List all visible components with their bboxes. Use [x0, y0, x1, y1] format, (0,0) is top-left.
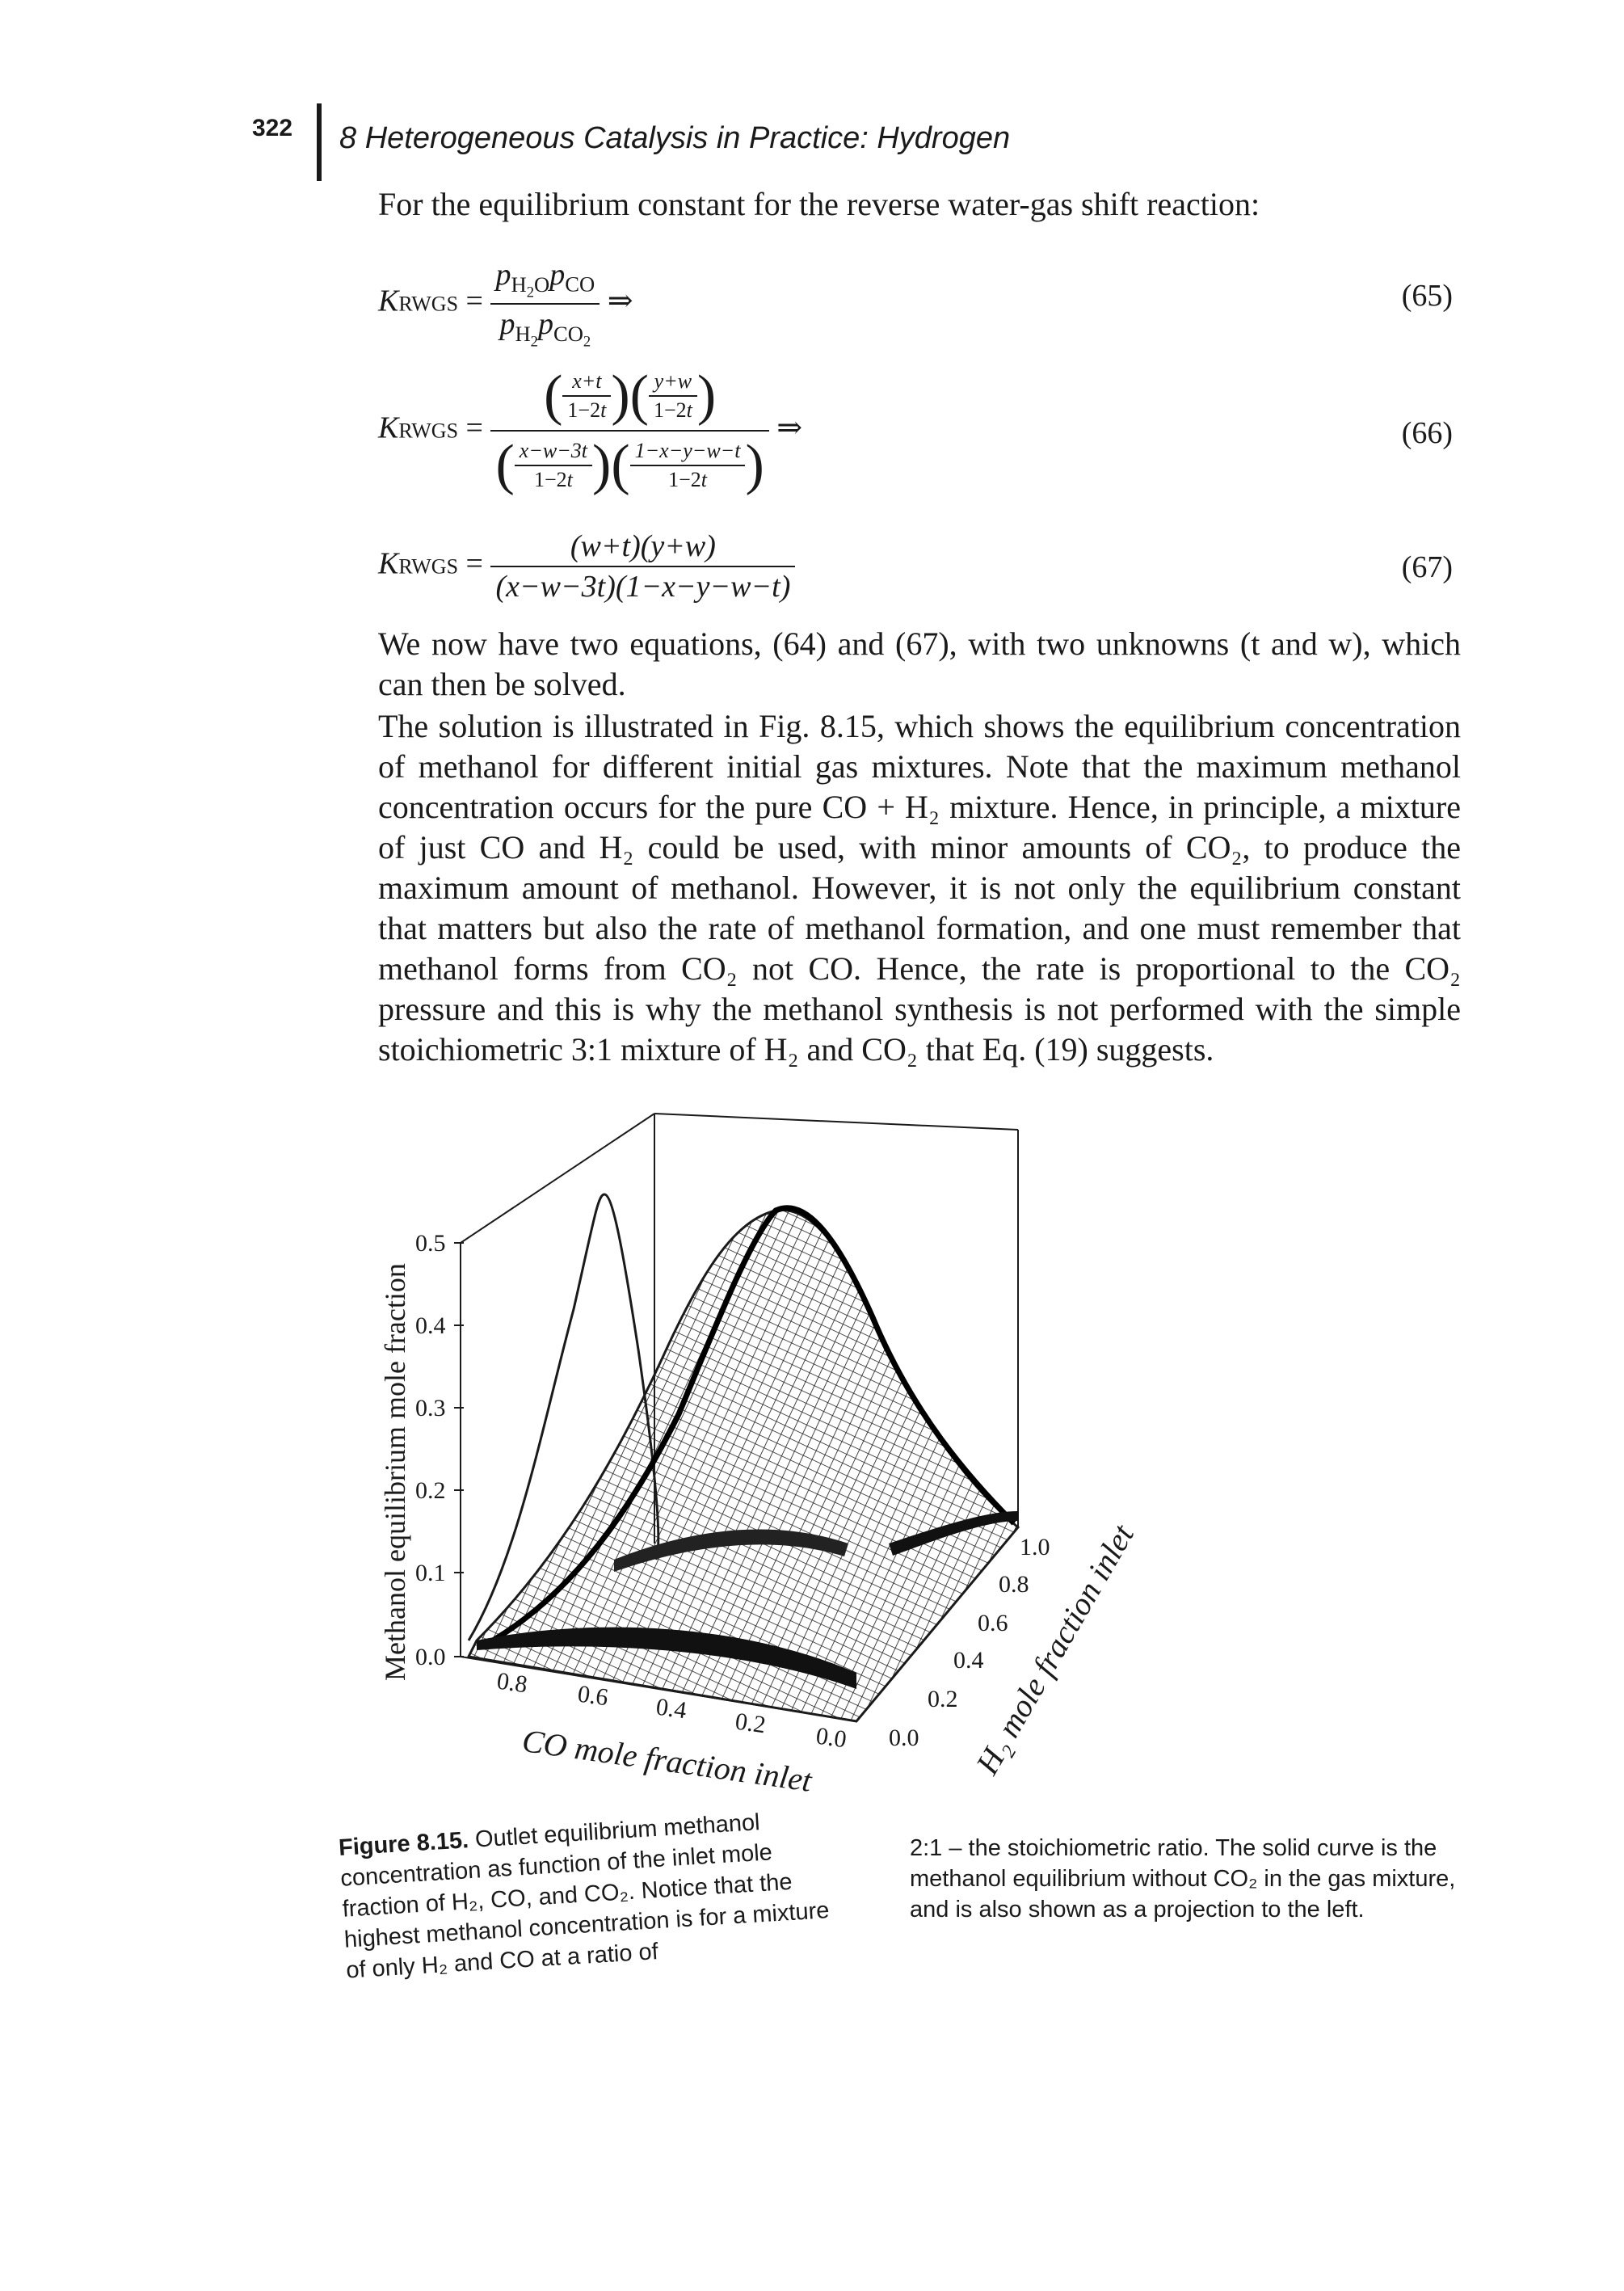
figure-caption-left: Figure 8.15. Outlet equilibrium methanol…	[338, 1802, 847, 1986]
surface-band-right	[889, 1511, 1018, 1556]
y-tick-label: 0.4	[953, 1647, 984, 1674]
x-tick-label: 0.8	[494, 1667, 529, 1699]
y-tick-label: 0.6	[978, 1610, 1008, 1636]
y-tick-label: 1.0	[1020, 1534, 1050, 1560]
equation-67: KRWGS = (w+t)(y+w)(x−w−3t)(1−x−y−w−t) (6…	[378, 529, 1453, 604]
running-title: 8 Heterogeneous Catalysis in Practice: H…	[339, 121, 1011, 155]
surface-band-mid	[614, 1529, 848, 1572]
paragraph-2: The solution is illustrated in Fig. 8.15…	[378, 708, 1461, 1068]
x-tick-label: 0.4	[654, 1693, 688, 1725]
z-axis-label: Methanol equilibrium mole fraction	[379, 1263, 411, 1681]
caption-label: Figure 8.15.	[338, 1827, 470, 1861]
x-tick-label: 0.6	[575, 1680, 610, 1712]
x-tick-label: 0.2	[733, 1708, 768, 1739]
y-tick-label: 0.8	[999, 1571, 1029, 1598]
z-tick-label: 0.1	[415, 1560, 446, 1586]
z-tick-label: 0.4	[415, 1312, 446, 1339]
page-number: 322	[252, 115, 293, 141]
header-rule	[317, 103, 322, 181]
y-tick-label: 0.2	[928, 1686, 958, 1712]
intro-text: For the equilibrium constant for the rev…	[378, 186, 1260, 222]
x-tick-label: 0.0	[814, 1722, 848, 1754]
equation-number-67: (67)	[1401, 550, 1453, 584]
z-tick-label: 0.3	[415, 1395, 446, 1421]
z-axis-ticks	[454, 1242, 464, 1657]
equation-number-66: (66)	[1401, 416, 1453, 450]
z-tick-label: 0.0	[415, 1644, 446, 1670]
figure-caption-right: 2:1 – the stoichiometric ratio. The soli…	[910, 1835, 1456, 1923]
paragraph-1: We now have two equations, (64) and (67)…	[378, 625, 1461, 702]
equilibrium-curve	[491, 1205, 1016, 1644]
z-tick-label: 0.5	[415, 1230, 446, 1257]
y-tick-label: 0.0	[889, 1725, 919, 1751]
equation-number-65: (65)	[1401, 279, 1453, 313]
figure-3d-surface	[454, 1113, 1020, 1723]
z-tick-label: 0.2	[415, 1477, 446, 1504]
surface-band-low	[477, 1627, 856, 1689]
